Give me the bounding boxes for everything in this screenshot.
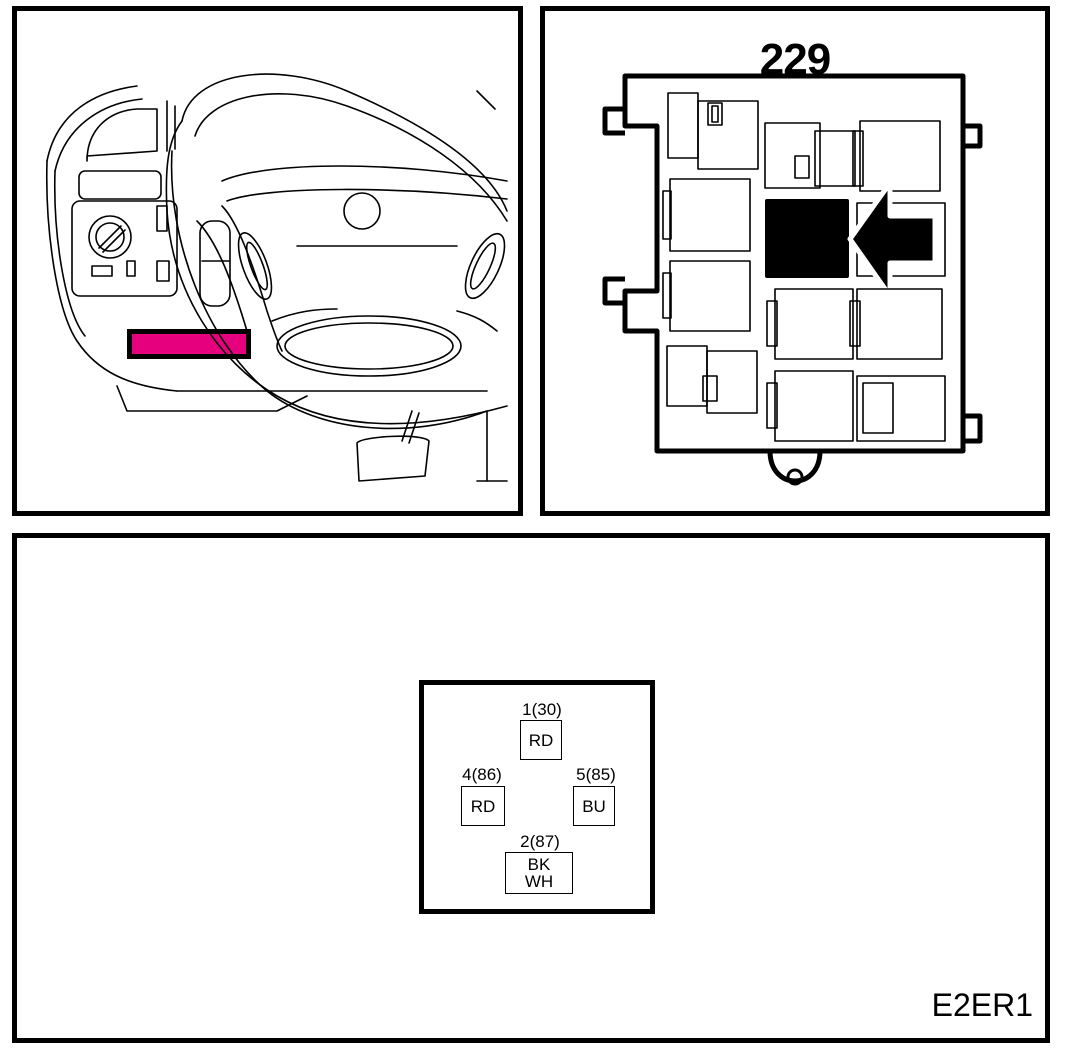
- dashboard-illustration: [45, 73, 508, 482]
- pin-1-wire: RD: [520, 720, 562, 760]
- target-relay: [765, 199, 849, 278]
- pin-4-label: 4(86): [462, 765, 502, 784]
- relay-box-illustration: [602, 73, 983, 486]
- pin-2-wire-color-1: BK: [527, 855, 551, 874]
- relay-location-highlight: [132, 334, 246, 354]
- figure-code: E2ER1: [931, 987, 1033, 1023]
- relay-connector-face: 1(30) RD 4(86) RD 5(85) BU 2(87) BK WH: [419, 680, 655, 914]
- pin-2-wire: BK WH: [505, 852, 573, 894]
- pin-1-label: 1(30): [522, 700, 562, 719]
- pin-2-label: 2(87): [520, 832, 560, 851]
- connector-pinout-panel: 1(30) RD 4(86) RD 5(85) BU 2(87) BK WH E…: [12, 533, 1050, 1043]
- dashboard-location-panel: [12, 6, 523, 516]
- pin-4-wire: RD: [461, 786, 505, 826]
- pin-5-label: 5(85): [576, 765, 616, 784]
- arrow-icon: [847, 180, 938, 299]
- relay-box-panel: 229: [540, 6, 1050, 516]
- pin-2-wire-color-2: WH: [524, 872, 554, 891]
- pin-5-wire: BU: [573, 786, 615, 826]
